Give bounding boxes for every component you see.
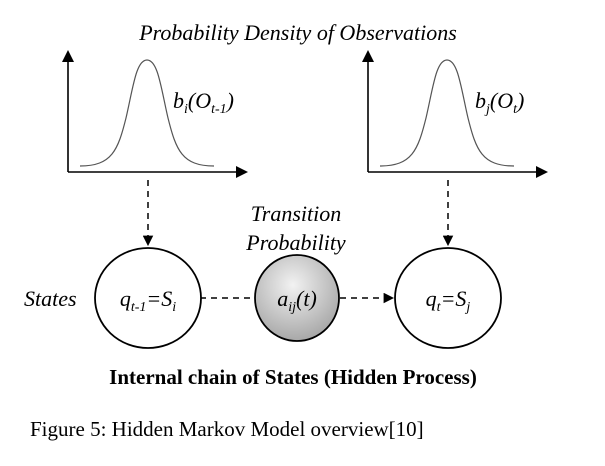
node-prev-state: qt-1=Si [94, 247, 202, 349]
density-label-left: bi(Ot-1) [173, 88, 234, 117]
node-prev-state-label: qt-1=Si [120, 286, 176, 315]
y-axis-arrow-right [362, 50, 374, 62]
density-plot-right: bj(Ot) [362, 50, 548, 178]
node-curr-state-label: qt=Sj [426, 286, 471, 315]
gaussian-curve-left [79, 59, 215, 167]
density-plot-left: bi(Ot-1) [62, 50, 248, 178]
figure-caption: Figure 5: Hidden Markov Model overview[1… [30, 417, 424, 441]
node-transition-label: aij(t) [277, 286, 317, 315]
node-curr-state: qt=Sj [394, 247, 502, 349]
density-label-right: bj(Ot) [475, 88, 524, 117]
y-axis-arrow-left [62, 50, 74, 62]
states-label: States [24, 286, 77, 311]
chain-title: Internal chain of States (Hidden Process… [109, 365, 477, 389]
gaussian-curve-right [379, 59, 515, 167]
density-title: Probability Density of Observations [138, 20, 457, 45]
transition-label-line2: Probability [245, 230, 346, 255]
node-transition: aij(t) [254, 254, 340, 342]
x-axis-arrow-left [236, 166, 248, 178]
transition-label-line1: Transition [251, 201, 341, 226]
x-axis-arrow-right [536, 166, 548, 178]
